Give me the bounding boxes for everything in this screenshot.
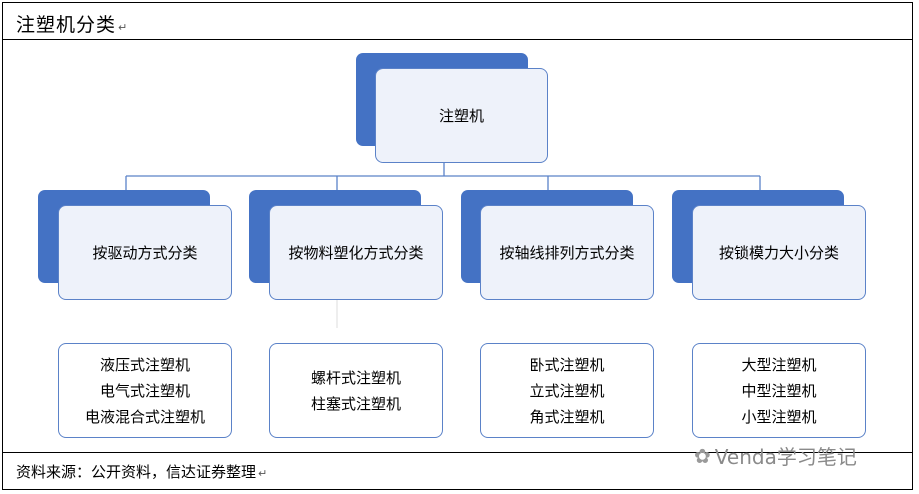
- watermark: ✿ Venda学习笔记: [694, 441, 857, 470]
- leaf-item: 电液混合式注塑机: [84, 407, 205, 426]
- source-row: 资料来源：公开资料，信达证券整理↵: [2, 452, 913, 490]
- category-node-clamping: 按锁模力大小分类: [692, 205, 866, 300]
- leaf-item: 柱塞式注塑机: [310, 394, 401, 413]
- category-node-drive: 按驱动方式分类: [58, 205, 232, 300]
- watermark-text: Venda学习笔记: [714, 445, 857, 469]
- leaf-list-axis: 卧式注塑机 立式注塑机 角式注塑机: [480, 343, 654, 438]
- source-note: 资料来源：公开资料，信达证券整理↵: [16, 463, 268, 481]
- leaf-item: 立式注塑机: [529, 381, 605, 400]
- leaf-item: 小型注塑机: [741, 407, 817, 426]
- title-row: 注塑机分类↵: [2, 2, 913, 40]
- leaf-item: 电气式注塑机: [99, 381, 190, 400]
- figure-title: 注塑机分类↵: [16, 14, 129, 36]
- figure-frame: [2, 2, 913, 490]
- leaf-item: 中型注塑机: [741, 381, 817, 400]
- leaf-list-plasticizing: 螺杆式注塑机 柱塞式注塑机: [269, 343, 443, 438]
- leaf-item: 液压式注塑机: [99, 355, 190, 374]
- category-node-axis: 按轴线排列方式分类: [480, 205, 654, 300]
- leaf-item: 角式注塑机: [529, 407, 605, 426]
- leaf-item: 大型注塑机: [741, 355, 817, 374]
- root-node: 注塑机: [375, 68, 548, 163]
- wechat-icon: ✿: [694, 443, 711, 468]
- leaf-list-clamping: 大型注塑机 中型注塑机 小型注塑机: [692, 343, 866, 438]
- category-node-plasticizing: 按物料塑化方式分类: [269, 205, 443, 300]
- leaf-item: 卧式注塑机: [529, 355, 605, 374]
- leaf-list-drive: 液压式注塑机 电气式注塑机 电液混合式注塑机: [58, 343, 232, 438]
- leaf-item: 螺杆式注塑机: [310, 368, 401, 387]
